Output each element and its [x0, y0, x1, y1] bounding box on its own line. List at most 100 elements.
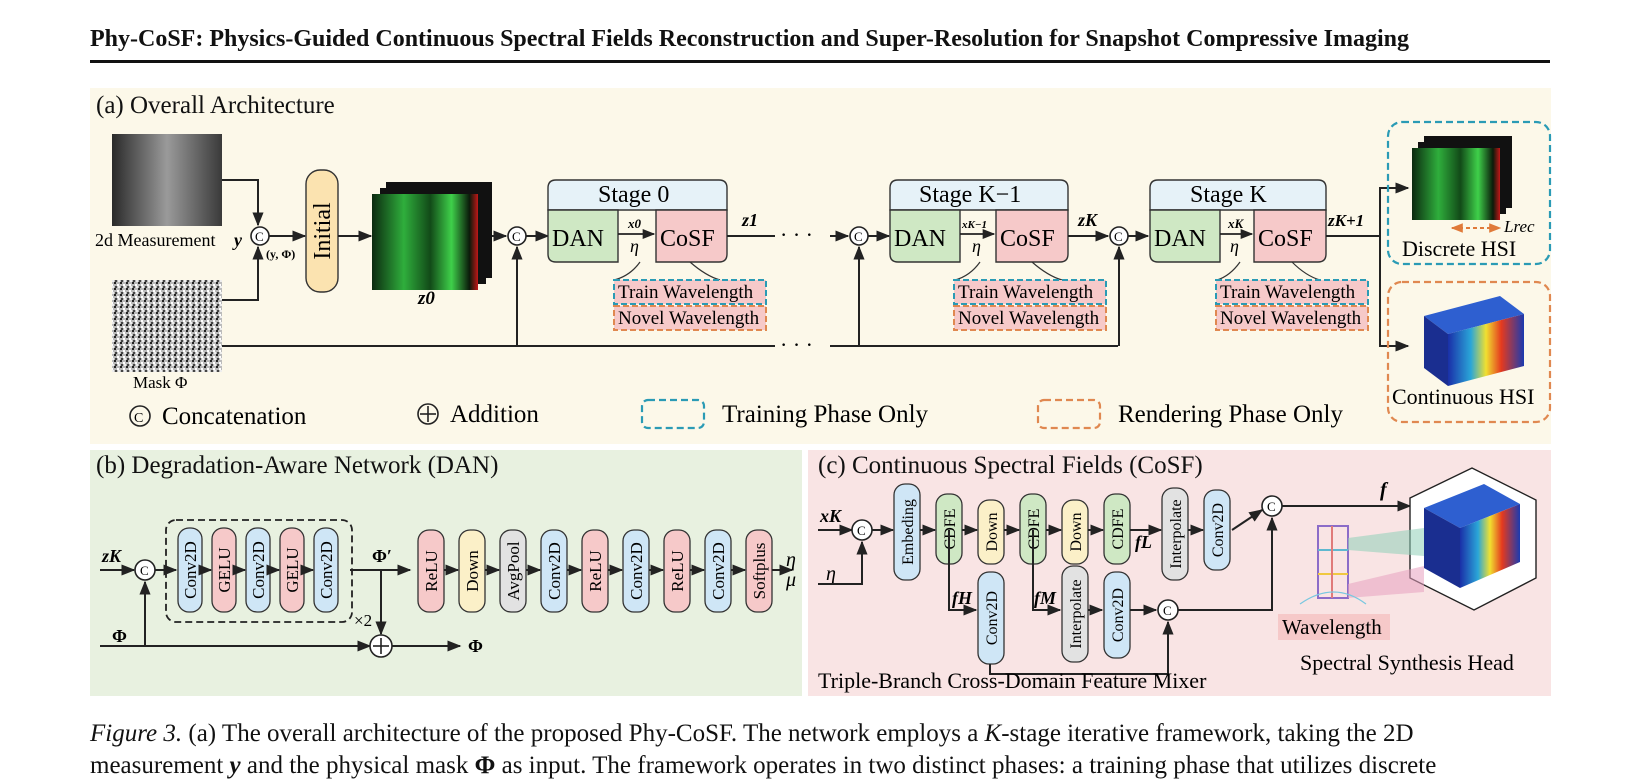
- legend-render: Rendering Phase Only: [1118, 401, 1343, 428]
- dan-mu-out: μ: [785, 569, 796, 591]
- zK1-label: zK+1: [1327, 211, 1364, 230]
- title-rule: [90, 60, 1550, 63]
- paper-title: Phy-CoSF: Physics-Guided Continuous Spec…: [90, 26, 1410, 52]
- measurement-label: 2d Measurement: [95, 230, 215, 250]
- cosf-top-embeding-0-label: Embeding: [900, 499, 917, 565]
- svg-text:C: C: [140, 563, 149, 578]
- measurement-image: [112, 134, 222, 226]
- svg-text:CoSF: CoSF: [1000, 226, 1055, 252]
- dan-head-relu-6-label: ReLU: [668, 550, 687, 592]
- z1-label: z1: [741, 210, 758, 230]
- dan-phi-out: Φ: [468, 636, 483, 656]
- wavelength-grid: [1299, 525, 1424, 605]
- svg-text:x0: x0: [627, 216, 642, 231]
- wavelength-boxes-stageK: Train Wavelength Novel Wavelength: [1215, 261, 1369, 331]
- discrete-hsi-box: [1386, 120, 1552, 266]
- caption-y: y: [229, 752, 241, 779]
- dan-repeat: ×2: [354, 611, 372, 630]
- cosf-top-cdfe-5-label: CDFE: [1110, 509, 1127, 550]
- mask-image: [112, 280, 222, 372]
- svg-text:η: η: [1230, 236, 1239, 256]
- mixer-label: Triple-Branch Cross-Domain Feature Mixer: [818, 668, 1207, 693]
- caption-line-1: Figure 3. (a) The overall architecture o…: [90, 718, 1552, 750]
- cosf-fL: fL: [1135, 532, 1152, 552]
- z0-label: z0: [417, 288, 435, 309]
- stage-k: Stage K DAN CoSF xK η: [1149, 179, 1327, 263]
- cosf-top-down-2-label: Down: [984, 512, 1001, 551]
- initial-label: Initial: [310, 202, 336, 260]
- loss-label: Lrec: [1503, 217, 1535, 236]
- svg-text:C: C: [854, 229, 863, 244]
- cosf-top-down-4-label: Down: [1068, 512, 1085, 551]
- svg-text:C: C: [512, 229, 521, 244]
- dan-head-conv2d-5-label: Conv2D: [627, 542, 646, 600]
- caption-line2-a: measurement: [90, 752, 224, 779]
- svg-text:Train Wavelength: Train Wavelength: [1220, 282, 1356, 303]
- ellipsis-top: · · ·: [780, 222, 813, 247]
- cosf-branch-m-conv2d-label: Conv2D: [1110, 588, 1127, 642]
- cosf-top-down-4: Down: [1061, 499, 1089, 565]
- cosf-fH: fH: [952, 588, 973, 608]
- dan-block-gelu-3-label: GELU: [283, 547, 302, 592]
- svg-text:C: C: [1114, 229, 1123, 244]
- dan-head-relu-4: ReLU: [581, 529, 609, 613]
- dan-zK-in: zK: [101, 546, 123, 566]
- cosf-top-cdfe-3-label: CDFE: [1026, 509, 1043, 550]
- dan-head-relu-4-label: ReLU: [586, 550, 605, 592]
- dan-head-relu-0: ReLU: [417, 529, 445, 613]
- caption-line2-c: as input. The framework operates in two …: [501, 752, 1437, 779]
- stage-k-minus-1: Stage K−1 DAN CoSF xK−1 η: [889, 179, 1069, 263]
- caption-phi: Φ: [474, 752, 496, 779]
- cosf-top-interpolate-6-label: Interpolate: [1168, 499, 1185, 568]
- svg-text:Train Wavelength: Train Wavelength: [958, 282, 1094, 303]
- dan-head-relu-0-label: ReLU: [422, 550, 441, 592]
- caption-fig-label: Figure 3.: [90, 720, 183, 747]
- dan-block-conv2d-2-label: Conv2D: [249, 541, 268, 599]
- dan-head-avgpool-2: AvgPool: [499, 529, 527, 613]
- discrete-hsi-image: [1412, 148, 1500, 220]
- spectral-synthesis-cube: [1409, 467, 1537, 611]
- mask-label: Mask Φ: [133, 373, 187, 392]
- svg-text:η: η: [630, 236, 639, 256]
- cosf-top-cdfe-5: CDFE: [1103, 493, 1131, 565]
- cosf-branch-h-conv2d: Conv2D: [977, 571, 1005, 665]
- cosf-top-embeding-0: Embeding: [893, 483, 921, 581]
- legend-concat: Concatenation: [162, 403, 307, 430]
- dan-head-relu-6: ReLU: [663, 529, 691, 613]
- cosf-xK-in: xK: [819, 506, 843, 526]
- svg-text:C: C: [1163, 603, 1172, 618]
- svg-text:DAN: DAN: [894, 226, 946, 252]
- svg-text:C: C: [1267, 499, 1276, 514]
- svg-text:xK−1: xK−1: [961, 219, 987, 231]
- dan-head-conv2d-3-label: Conv2D: [545, 542, 564, 600]
- caption-line1-a: (a) The overall architecture of the prop…: [188, 720, 979, 747]
- cosf-fM: fM: [1034, 588, 1057, 608]
- dan-block-conv2d-0-label: Conv2D: [181, 541, 200, 599]
- cosf-top-down-2: Down: [977, 499, 1005, 565]
- cosf-branch-h-conv2d-label: Conv2D: [984, 591, 1001, 645]
- discrete-hsi-label: Discrete HSI: [1402, 236, 1516, 261]
- svg-text:Novel Wavelength: Novel Wavelength: [1220, 308, 1362, 329]
- wavelength-label: Wavelength: [1282, 615, 1382, 639]
- dan-head-conv2d-7-label: Conv2D: [709, 542, 728, 600]
- svg-text:C: C: [857, 523, 866, 538]
- initial-block: [305, 169, 339, 293]
- concat-symbol: C: [255, 229, 264, 244]
- svg-text:DAN: DAN: [1154, 226, 1206, 252]
- svg-text:η: η: [972, 236, 981, 256]
- dan-block-gelu-3: GELU: [279, 527, 305, 613]
- svg-text:CoSF: CoSF: [1258, 226, 1313, 252]
- ellipsis-bottom: · · ·: [780, 332, 813, 357]
- panel-c-title: (c) Continuous Spectral Fields (CoSF): [818, 452, 1203, 479]
- cosf-f-label: f: [1380, 479, 1389, 501]
- dan-block-gelu-1: GELU: [211, 527, 237, 613]
- cosf-branch-m-conv2d: Conv2D: [1103, 571, 1131, 659]
- legend-train: Training Phase Only: [722, 401, 929, 428]
- svg-text:Novel Wavelength: Novel Wavelength: [618, 308, 760, 329]
- continuous-hsi-label: Continuous HSI: [1392, 384, 1534, 409]
- stage-0-title: Stage 0: [598, 182, 669, 208]
